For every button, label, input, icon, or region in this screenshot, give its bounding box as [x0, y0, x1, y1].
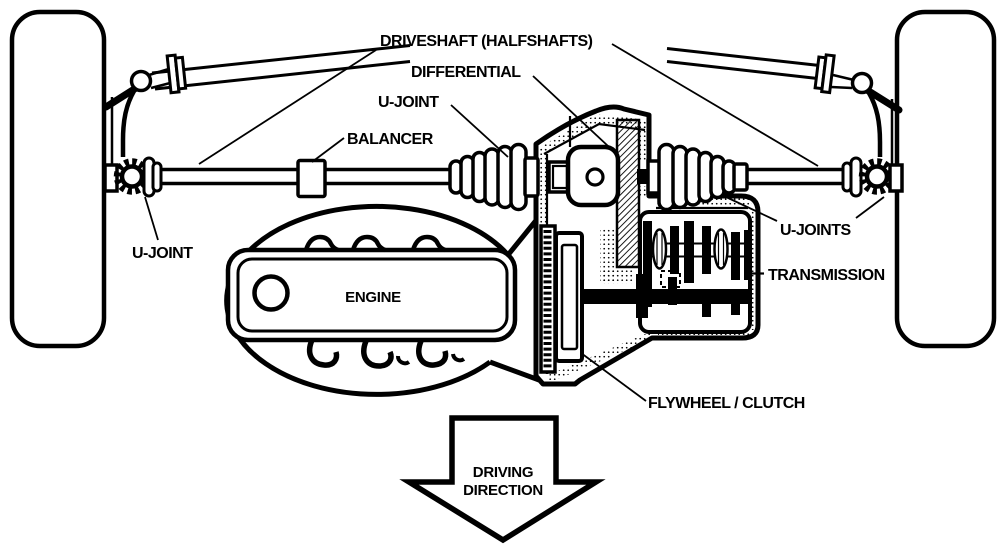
leader-balancer [311, 137, 345, 163]
oil-cap [252, 274, 290, 312]
gear-4 [702, 226, 711, 274]
transmission-label: TRANSMISSION [768, 267, 885, 284]
driving-label-line1: DRIVING [473, 464, 533, 481]
gear-3 [684, 221, 694, 283]
transmission-group [578, 210, 752, 334]
synchro-ring-2 [713, 228, 729, 270]
tie-rod-adjuster-left [165, 53, 188, 95]
leader-flywheel [580, 352, 647, 402]
wheel-right [894, 9, 997, 349]
manifold-runner-1 [306, 338, 340, 368]
steering-linkage-left [102, 44, 411, 167]
tie-rod-right-lower-line [666, 60, 823, 81]
driving-label-line2: DIRECTION [463, 482, 543, 499]
differential-label: DIFFERENTIAL [411, 64, 521, 81]
flywheel-clutch-group [539, 224, 584, 374]
clutch-disc [560, 243, 579, 351]
cam-hump-3 [410, 234, 446, 253]
u-joints-right-label: U-JOINTS [780, 222, 852, 239]
halfshaft-right [657, 142, 904, 212]
gear-2 [670, 226, 679, 274]
driveshaft-label: DRIVESHAFT (HALFSHAFTS) [380, 33, 593, 50]
down-arrow-icon [399, 415, 606, 544]
tie-rod-left-lower-line [154, 60, 411, 91]
manifold-runner-2 [361, 339, 394, 369]
tire-right [894, 9, 997, 349]
input-shaft [578, 289, 751, 304]
manifold-runner-3 [416, 339, 449, 368]
hub-cap-left [103, 163, 119, 193]
leader-driveshaft-left [198, 49, 377, 165]
balancer-weight [296, 158, 327, 199]
leader-u-joints-a [725, 196, 778, 222]
stipple-bottom [546, 332, 653, 382]
diff-pinion-hole [585, 167, 605, 187]
synchro-ring-1 [651, 228, 668, 270]
leader-lines [144, 43, 885, 402]
engine-label: ENGINE [345, 289, 401, 306]
tie-rod-adjuster-right [813, 53, 836, 95]
tire-left [9, 9, 107, 349]
hub-cap-right [888, 163, 904, 193]
differential-group [547, 118, 667, 269]
u-joint-upper-label: U-JOINT [378, 94, 439, 111]
u-joint-left-label: U-JOINT [132, 245, 193, 262]
tie-rod-right-upper-line [666, 47, 825, 68]
cam-hump-1 [303, 234, 339, 253]
knuckle-right [867, 91, 883, 157]
shaft-coupler [636, 274, 648, 318]
leader-u-joints-b [855, 196, 885, 219]
wheel-left [9, 9, 107, 349]
engine-group: ENGINE [224, 203, 540, 397]
driving-direction-arrow: DRIVING DIRECTION [399, 415, 606, 544]
tie-rod-left-upper-line [151, 44, 411, 75]
control-arm-right [863, 86, 903, 114]
leader-differential [532, 75, 609, 147]
leader-u-joint-upper [450, 104, 509, 158]
gear-5 [731, 232, 740, 280]
flywheel-clutch-label: FLYWHEEL / CLUTCH [648, 395, 805, 412]
steering-linkage-right [666, 47, 903, 167]
ball-joint-left [129, 69, 153, 93]
gear-1 [643, 221, 652, 281]
ball-joint-right [850, 71, 874, 95]
leader-driveshaft-right [611, 43, 819, 167]
leader-u-joint-left [144, 196, 159, 241]
halfshaft-left [103, 142, 540, 212]
balancer-label: BALANCER [347, 131, 434, 148]
cam-hump-2 [350, 234, 386, 253]
ring-gear [615, 118, 641, 269]
labels: DRIVESHAFT (HALFSHAFTS) DIFFERENTIAL U-J… [132, 33, 885, 412]
knuckle-left [120, 89, 136, 157]
